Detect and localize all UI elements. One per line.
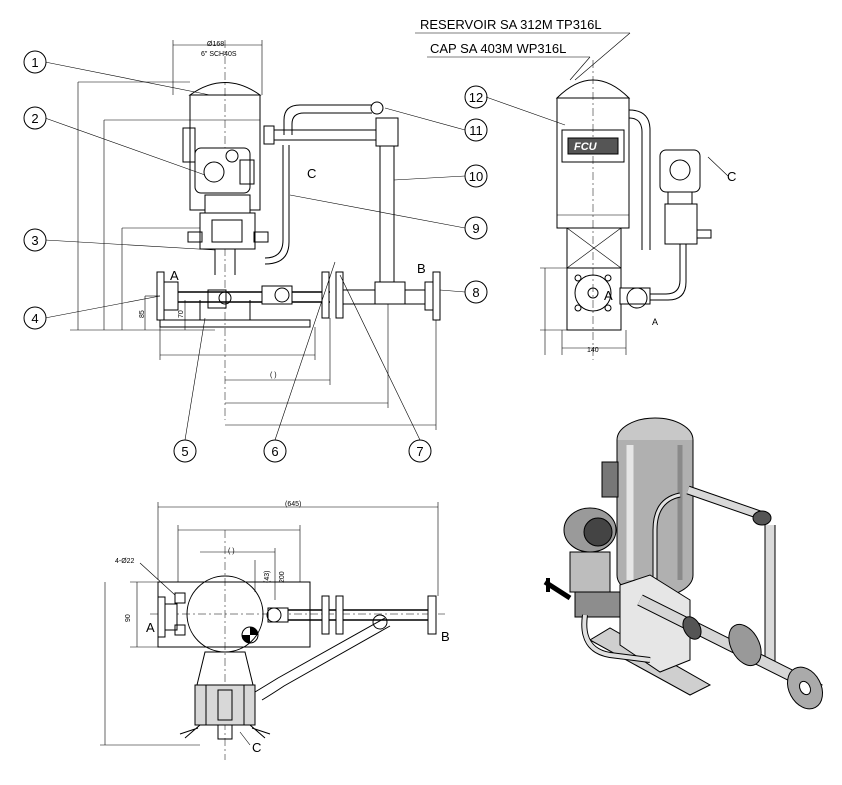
dim-paren-front: ( )	[270, 372, 277, 379]
svg-text:7: 7	[416, 444, 423, 459]
balloon-2: 2	[23, 106, 47, 130]
flange-b-label: B	[417, 261, 426, 276]
dim-paren-plan: ( )	[228, 548, 235, 555]
svg-text:1: 1	[31, 55, 38, 70]
flange-a-label: A	[170, 268, 179, 283]
balloon-3: 3	[23, 228, 47, 252]
front-view	[44, 40, 466, 441]
balloon-10: 10	[464, 164, 488, 188]
balloon-12: 12	[464, 85, 488, 109]
svg-text:4: 4	[31, 311, 38, 326]
balloon-1: 1	[23, 50, 47, 74]
svg-text:11: 11	[469, 123, 483, 138]
balloon-5: 5	[173, 439, 197, 463]
side-a-sub-label: A	[652, 317, 658, 327]
dim-schedule: 6" SCH40S	[201, 51, 237, 58]
cap-note: CAP SA 403M WP316L	[430, 41, 566, 56]
plan-a-label: A	[146, 620, 155, 635]
side-c-label: C	[727, 169, 736, 184]
svg-text:2: 2	[31, 111, 38, 126]
plan-c-label: C	[252, 740, 261, 755]
side-a-label: A	[604, 288, 613, 303]
balloon-4: 4	[23, 306, 47, 330]
dim-90: 90	[125, 614, 132, 622]
plan-view	[100, 502, 445, 760]
svg-text:3: 3	[31, 233, 38, 248]
dim-diameter: Ø168	[207, 41, 224, 48]
plan-b-label: B	[441, 629, 450, 644]
svg-text:6: 6	[271, 444, 278, 459]
dim-200: 200	[279, 571, 286, 583]
svg-text:5: 5	[181, 444, 188, 459]
balloon-7: 7	[408, 439, 432, 463]
balloon-11: 11	[464, 118, 488, 142]
reservoir-note: RESERVOIR SA 312M TP316L	[420, 17, 602, 32]
dim-70: 70	[178, 310, 185, 318]
svg-text:10: 10	[469, 169, 483, 184]
dim-holes: 4-Ø22	[115, 558, 135, 565]
balloon-8: 8	[464, 280, 488, 304]
dim-140: 140	[587, 347, 599, 354]
svg-text:12: 12	[469, 90, 483, 105]
side-view: RESERVOIR SA 312M TP316L CAP SA 403M WP3…	[415, 17, 729, 360]
fcu-logo: FCU	[574, 141, 598, 153]
svg-text:8: 8	[472, 285, 479, 300]
dim-43: (43)	[264, 571, 271, 583]
isometric-view	[543, 417, 824, 710]
balloon-6: 6	[263, 439, 287, 463]
svg-text:9: 9	[472, 221, 479, 236]
dim-645: (645)	[285, 501, 301, 508]
dim-85: 85	[139, 310, 146, 318]
connection-c-label: C	[307, 166, 316, 181]
balloon-9: 9	[464, 216, 488, 240]
